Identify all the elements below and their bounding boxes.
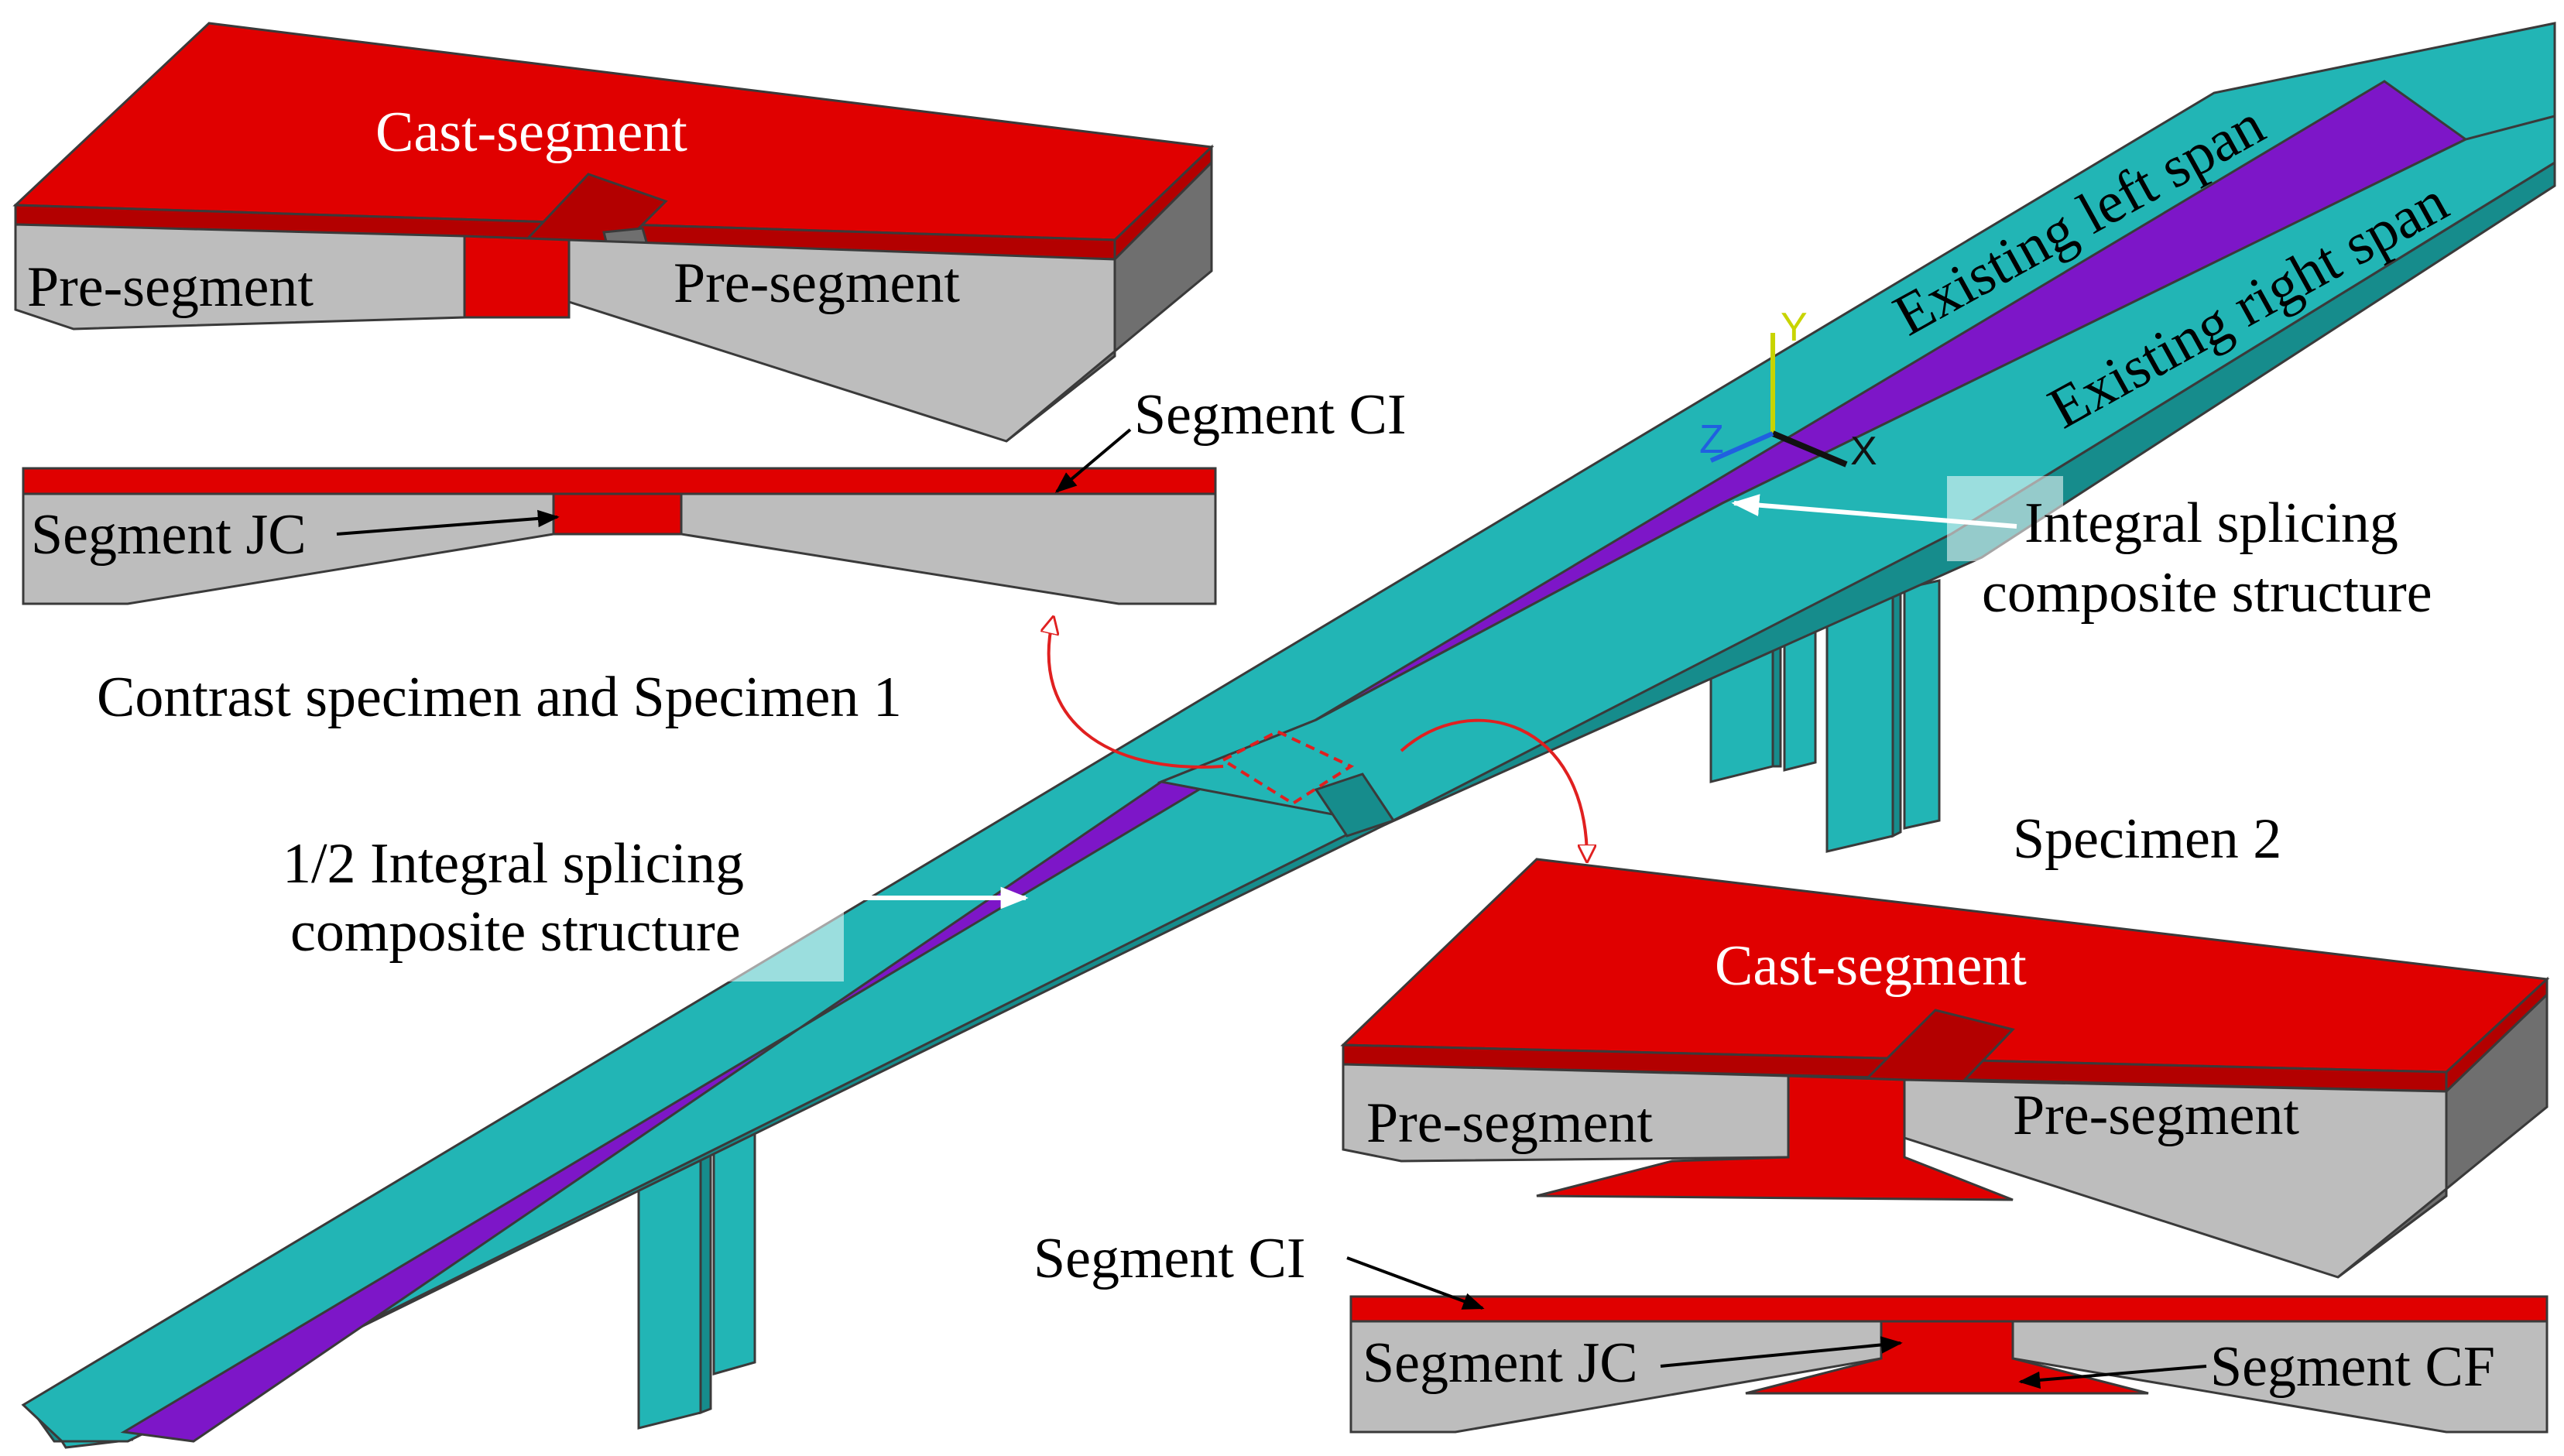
specimen2-jc-label: Segment JC [1363,1331,1638,1395]
axis-y-label: Y [1781,305,1808,350]
half-integral-label-line2: composite structure [290,900,741,964]
callout-arrow-specimen1 [1049,619,1224,769]
specimen2-elev-ci [1349,1295,2549,1323]
specimen1-cast-joint [463,235,571,319]
integral-label-line1: Integral splicing [2024,492,2398,555]
specimen2-elevation: Segment CI Segment JC Segment CF [1033,1227,2549,1434]
specimen1-elev-pre-left [22,492,555,605]
specimen1-caption: Contrast specimen and Specimen 1 [97,666,902,729]
specimen1-ci-label: Segment CI [1134,383,1406,447]
specimen1-elev-pre-right [680,492,1217,605]
deck-cut-notch [1314,773,1396,838]
integral-label-highlight [1947,476,2063,561]
callout-arrow-specimen2 [1400,718,1587,859]
specimen1-jc-label: Segment JC [31,503,307,567]
specimen2-iso: Cast-segment Pre-segment Pre-segment [1340,858,2550,1279]
axis-x-label: X [1850,429,1877,474]
coordinate-axes: Y X Z [1699,305,1877,474]
specimen1-elevation: Segment JC Segment CI [22,383,1406,605]
integral-arrow [1731,494,2017,529]
specimen1-elev-jc [552,492,683,536]
specimen1-iso: Cast-segment Pre-segment Pre-segment [12,22,1215,443]
half-integral-label-highlight [701,896,844,982]
specimen2-caption: Specimen 2 [2013,807,2281,871]
specimen2-pre-side [2337,992,2549,1279]
specimen2-pre-left-face [1342,1063,1790,1163]
specimen2-elev-pre-right [2011,1320,2549,1434]
specimen1-elev-ci [22,467,1217,495]
specimen2-cf-label: Segment CF [2210,1335,2495,1399]
axis-z-label: Z [1699,417,1724,462]
specimen1-pre-right-label: Pre-segment [674,252,960,315]
specimen2-pre-right-label: Pre-segment [2013,1084,2299,1147]
bridge-model: Existing left span Existing right span Y… [21,22,2556,1449]
selected-region-marker [1219,729,1355,806]
specimen2-pre-left-label: Pre-segment [1366,1091,1653,1155]
specimen1-pre-left-face [14,223,466,331]
integral-label-line2: composite structure [1982,561,2432,625]
specimen2-elev-pre-left [1349,1320,1883,1434]
specimen1-pre-left-label: Pre-segment [27,255,314,319]
specimen2-ci-label: Segment CI [1033,1227,1305,1290]
half-integral-label-line1: 1/2 Integral splicing [283,832,744,896]
specimen1-cast-label: Cast-segment [375,101,687,164]
pier-left [637,1132,756,1430]
specimen1-pre-side [1006,159,1213,443]
specimen2-cast-label: Cast-segment [1715,934,2027,998]
